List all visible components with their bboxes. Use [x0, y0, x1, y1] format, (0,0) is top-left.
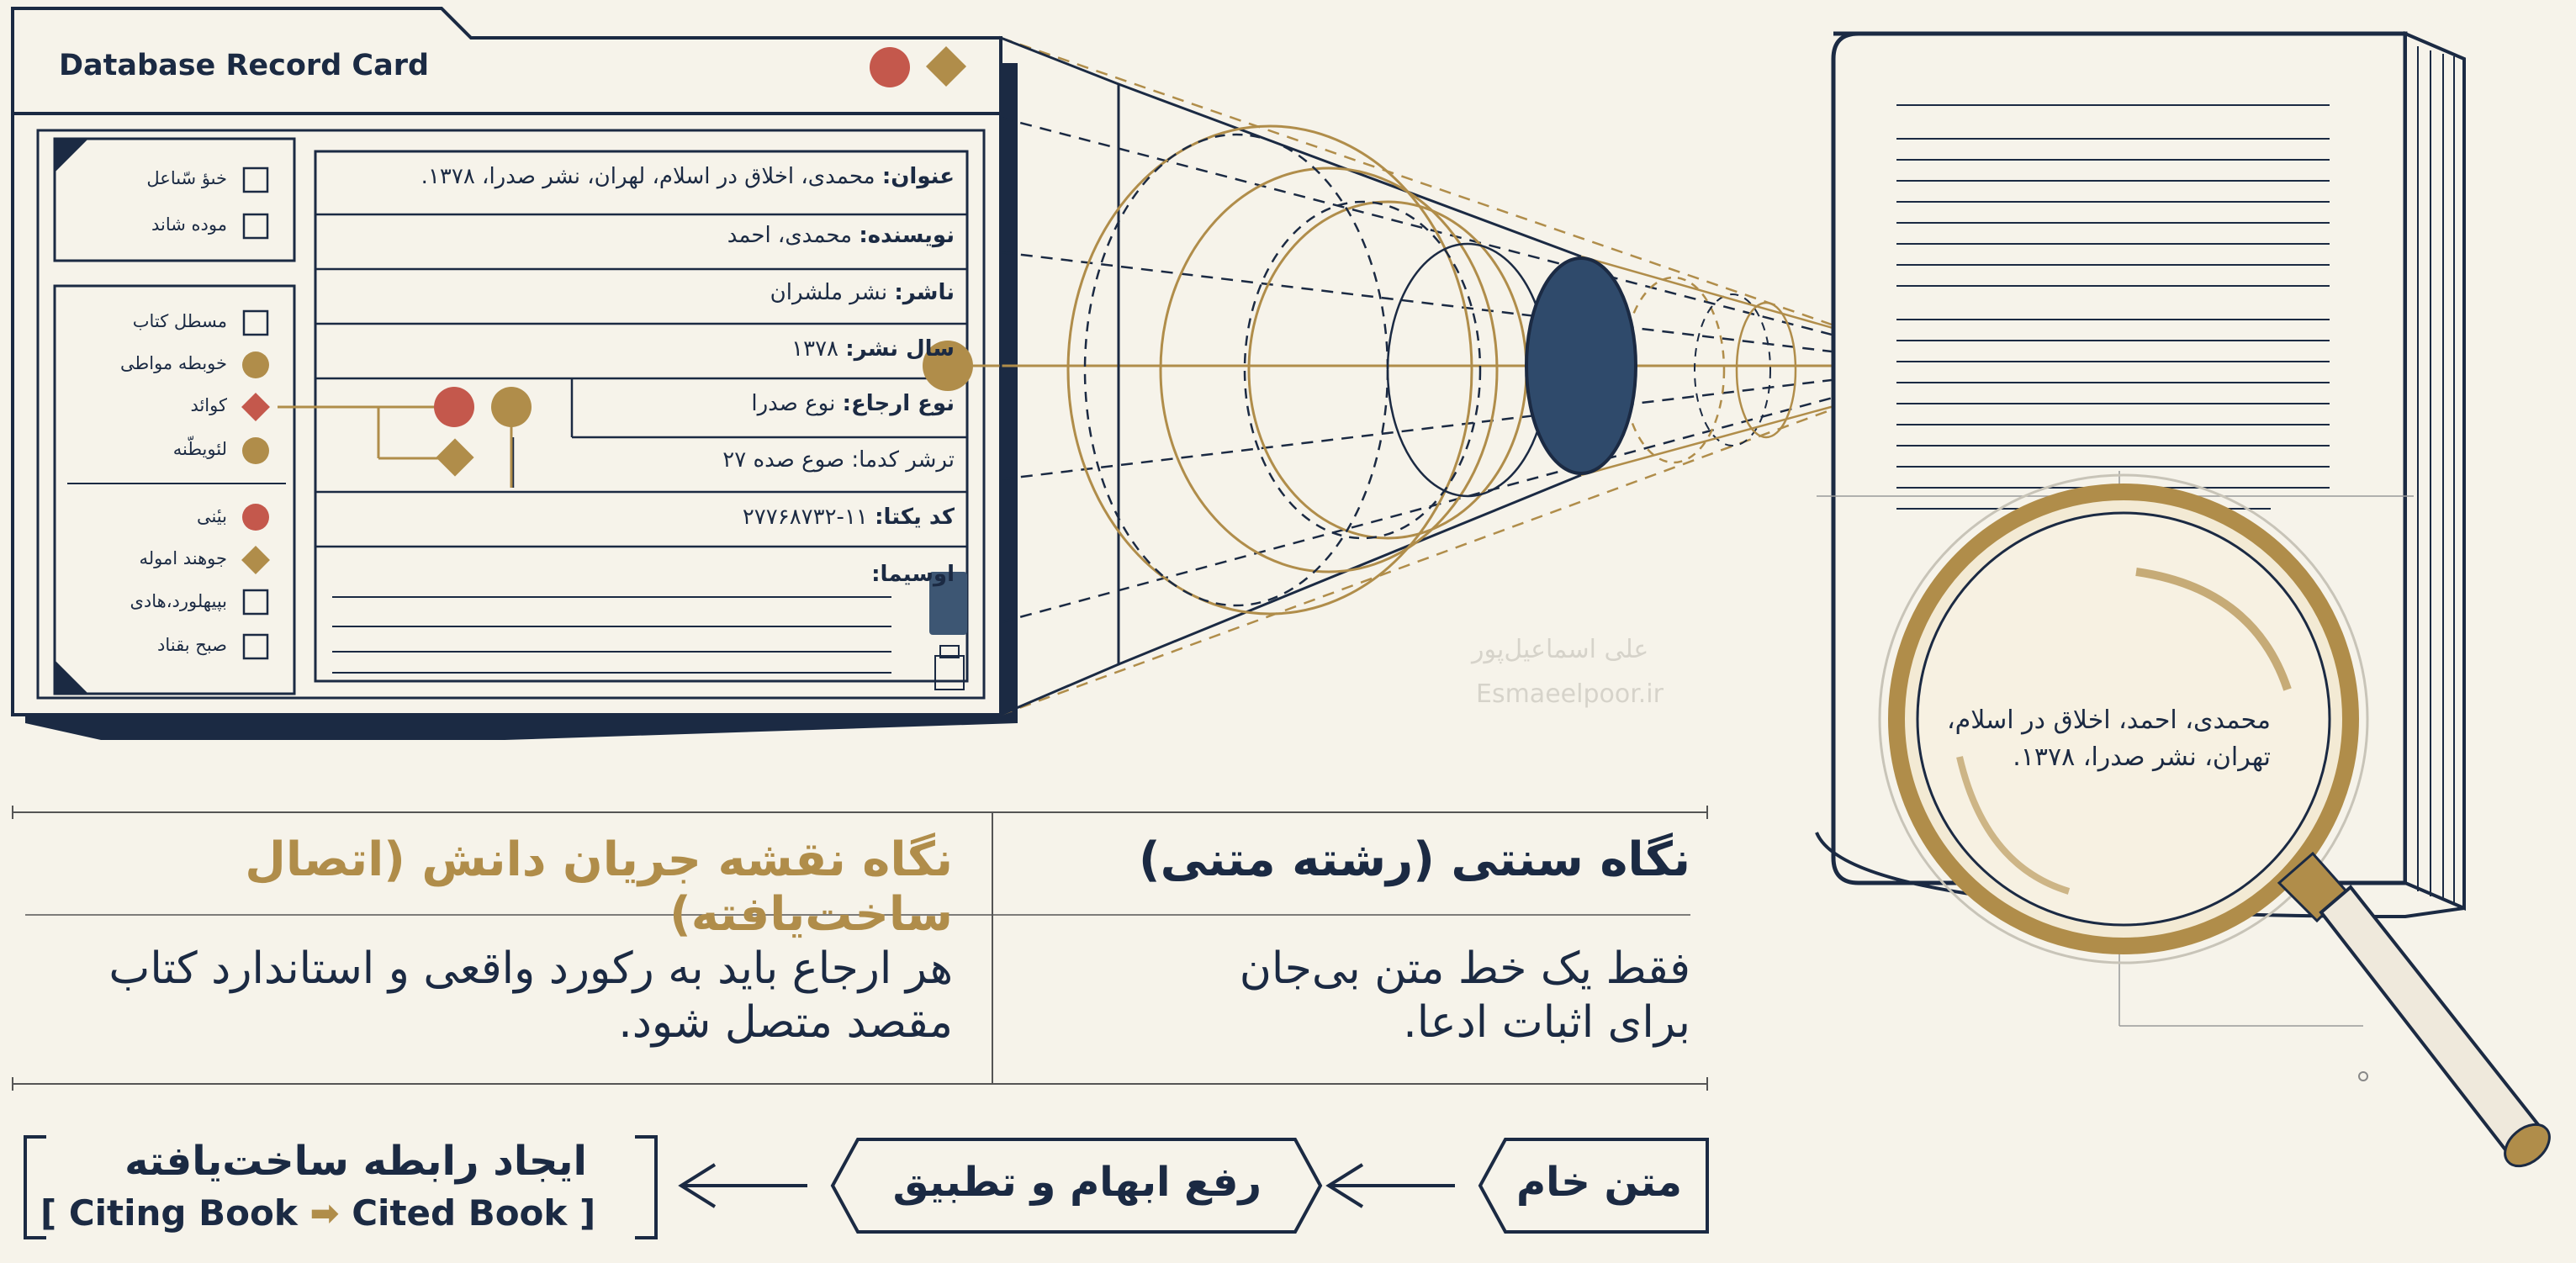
knowledge-flow-view-description: هر ارجاع باید به رکورد واقعی و استاندارد… [108, 943, 953, 1048]
field-reftype: نوع ارجاع: نوع صدرا [751, 391, 955, 416]
sidebar-bottom-item: جوهند اموله [139, 548, 227, 568]
field-id-value: ۱۱-۲۷۷۶۸۷۳۲ [742, 505, 868, 530]
field-id: کد یکتا: ۱۱-۲۷۷۶۸۷۳۲ [743, 505, 955, 530]
sidebar-top-item: موده شاند [151, 214, 227, 235]
card-title: Database Record Card [59, 49, 430, 82]
sidebar-bottom-item: صبح بقناد [157, 635, 227, 655]
flow-step-disambiguation: رفع ابهام و تطبیق [892, 1159, 1262, 1206]
field-year: سال نشر: ۱۳۷۸ [791, 336, 955, 362]
watermark-site: Esmaeelpoor.ir [1476, 679, 1664, 709]
comparison-table [12, 806, 1708, 1091]
arrow-right-icon: ➡ [309, 1192, 340, 1234]
magnifier [1878, 473, 2551, 1168]
record-card [11, 7, 1018, 740]
bracket-open: [ [40, 1192, 57, 1234]
field-notes: اوسیما: [871, 562, 955, 587]
lens-disc [1525, 256, 1637, 475]
traditional-view-description: فقط یک خط متن بی‌جان برای اثبات ادعا. [1239, 943, 1690, 1048]
cited-book-label: Cited Book [352, 1192, 568, 1234]
red-dot-icon [870, 47, 910, 87]
field-notes-label: اوسیما: [871, 562, 955, 587]
traditional-view-heading: نگاه سنتی (رشته متنی) [1139, 832, 1690, 887]
field-author: نویسنده: محمدی، احمد [727, 223, 955, 248]
sidebar-bottom-item: بیٔنی [196, 506, 227, 526]
projection-beams [948, 35, 1959, 717]
magnified-citation-text: محمدی، احمد، اخلاق در اسلام، تهران، نشر … [1946, 705, 2271, 772]
field-author-value: محمدی، احمد [727, 223, 853, 248]
citing-book-label: Citing Book [68, 1192, 298, 1234]
flow-step-raw-text: متن خام [1515, 1159, 1682, 1206]
field-title-value: محمدی، اخلاق در اسلام، لهران، نشر صدرا، … [421, 164, 875, 189]
gold-diamond-node-icon [436, 438, 474, 477]
watermark-name: علی اسماعیل‌پور [1472, 635, 1649, 664]
sidebar-top-item: خىؤ سّىاعل [146, 168, 227, 188]
field-publisher-label: ناشر: [894, 280, 955, 305]
flow-step-structured-relation: ایجاد رابطه ساخت‌یافته [124, 1138, 587, 1185]
field-reftype-label: نوع ارجاع: [842, 391, 955, 416]
flow-step-citing-cited: [ Citing Book ➡ Cited Book ] [40, 1192, 595, 1234]
sidebar-mid-item: مسطل کتاب [132, 311, 227, 331]
field-publisher: ناشر: نشر ملشران [770, 280, 955, 305]
field-author-label: نویسنده: [859, 223, 955, 248]
bracket-close: ] [579, 1192, 596, 1234]
red-node-icon [434, 387, 474, 427]
field-id-label: کد یکتا: [875, 505, 955, 530]
flow-diagram [24, 1135, 1709, 1239]
field-year-label: سال نشر: [845, 336, 955, 362]
field-keywords: ترشر کدما: صوع صده ۲۷ [722, 447, 955, 473]
sidebar-bottom-item: بپیهلورد،هادی [130, 591, 227, 611]
sidebar-mid-item: کوائد [190, 395, 227, 415]
sidebar-mid-item: لئویطّنه [172, 439, 227, 459]
field-title-label: عنوان: [881, 164, 955, 189]
field-publisher-value: نشر ملشران [770, 280, 888, 305]
field-title: عنوان: محمدی، اخلاق در اسلام، لهران، نشر… [421, 164, 955, 189]
field-reftype-value: نوع صدرا [751, 391, 836, 416]
sidebar-mid-item: خوبطه مواطی [120, 353, 227, 373]
field-year-value: ۱۳۷۸ [791, 336, 838, 362]
knowledge-flow-view-heading: نگاه نقشه جریان دانش (اتصال ساخت‌یافته) [245, 832, 953, 942]
gold-node-icon [491, 387, 532, 427]
